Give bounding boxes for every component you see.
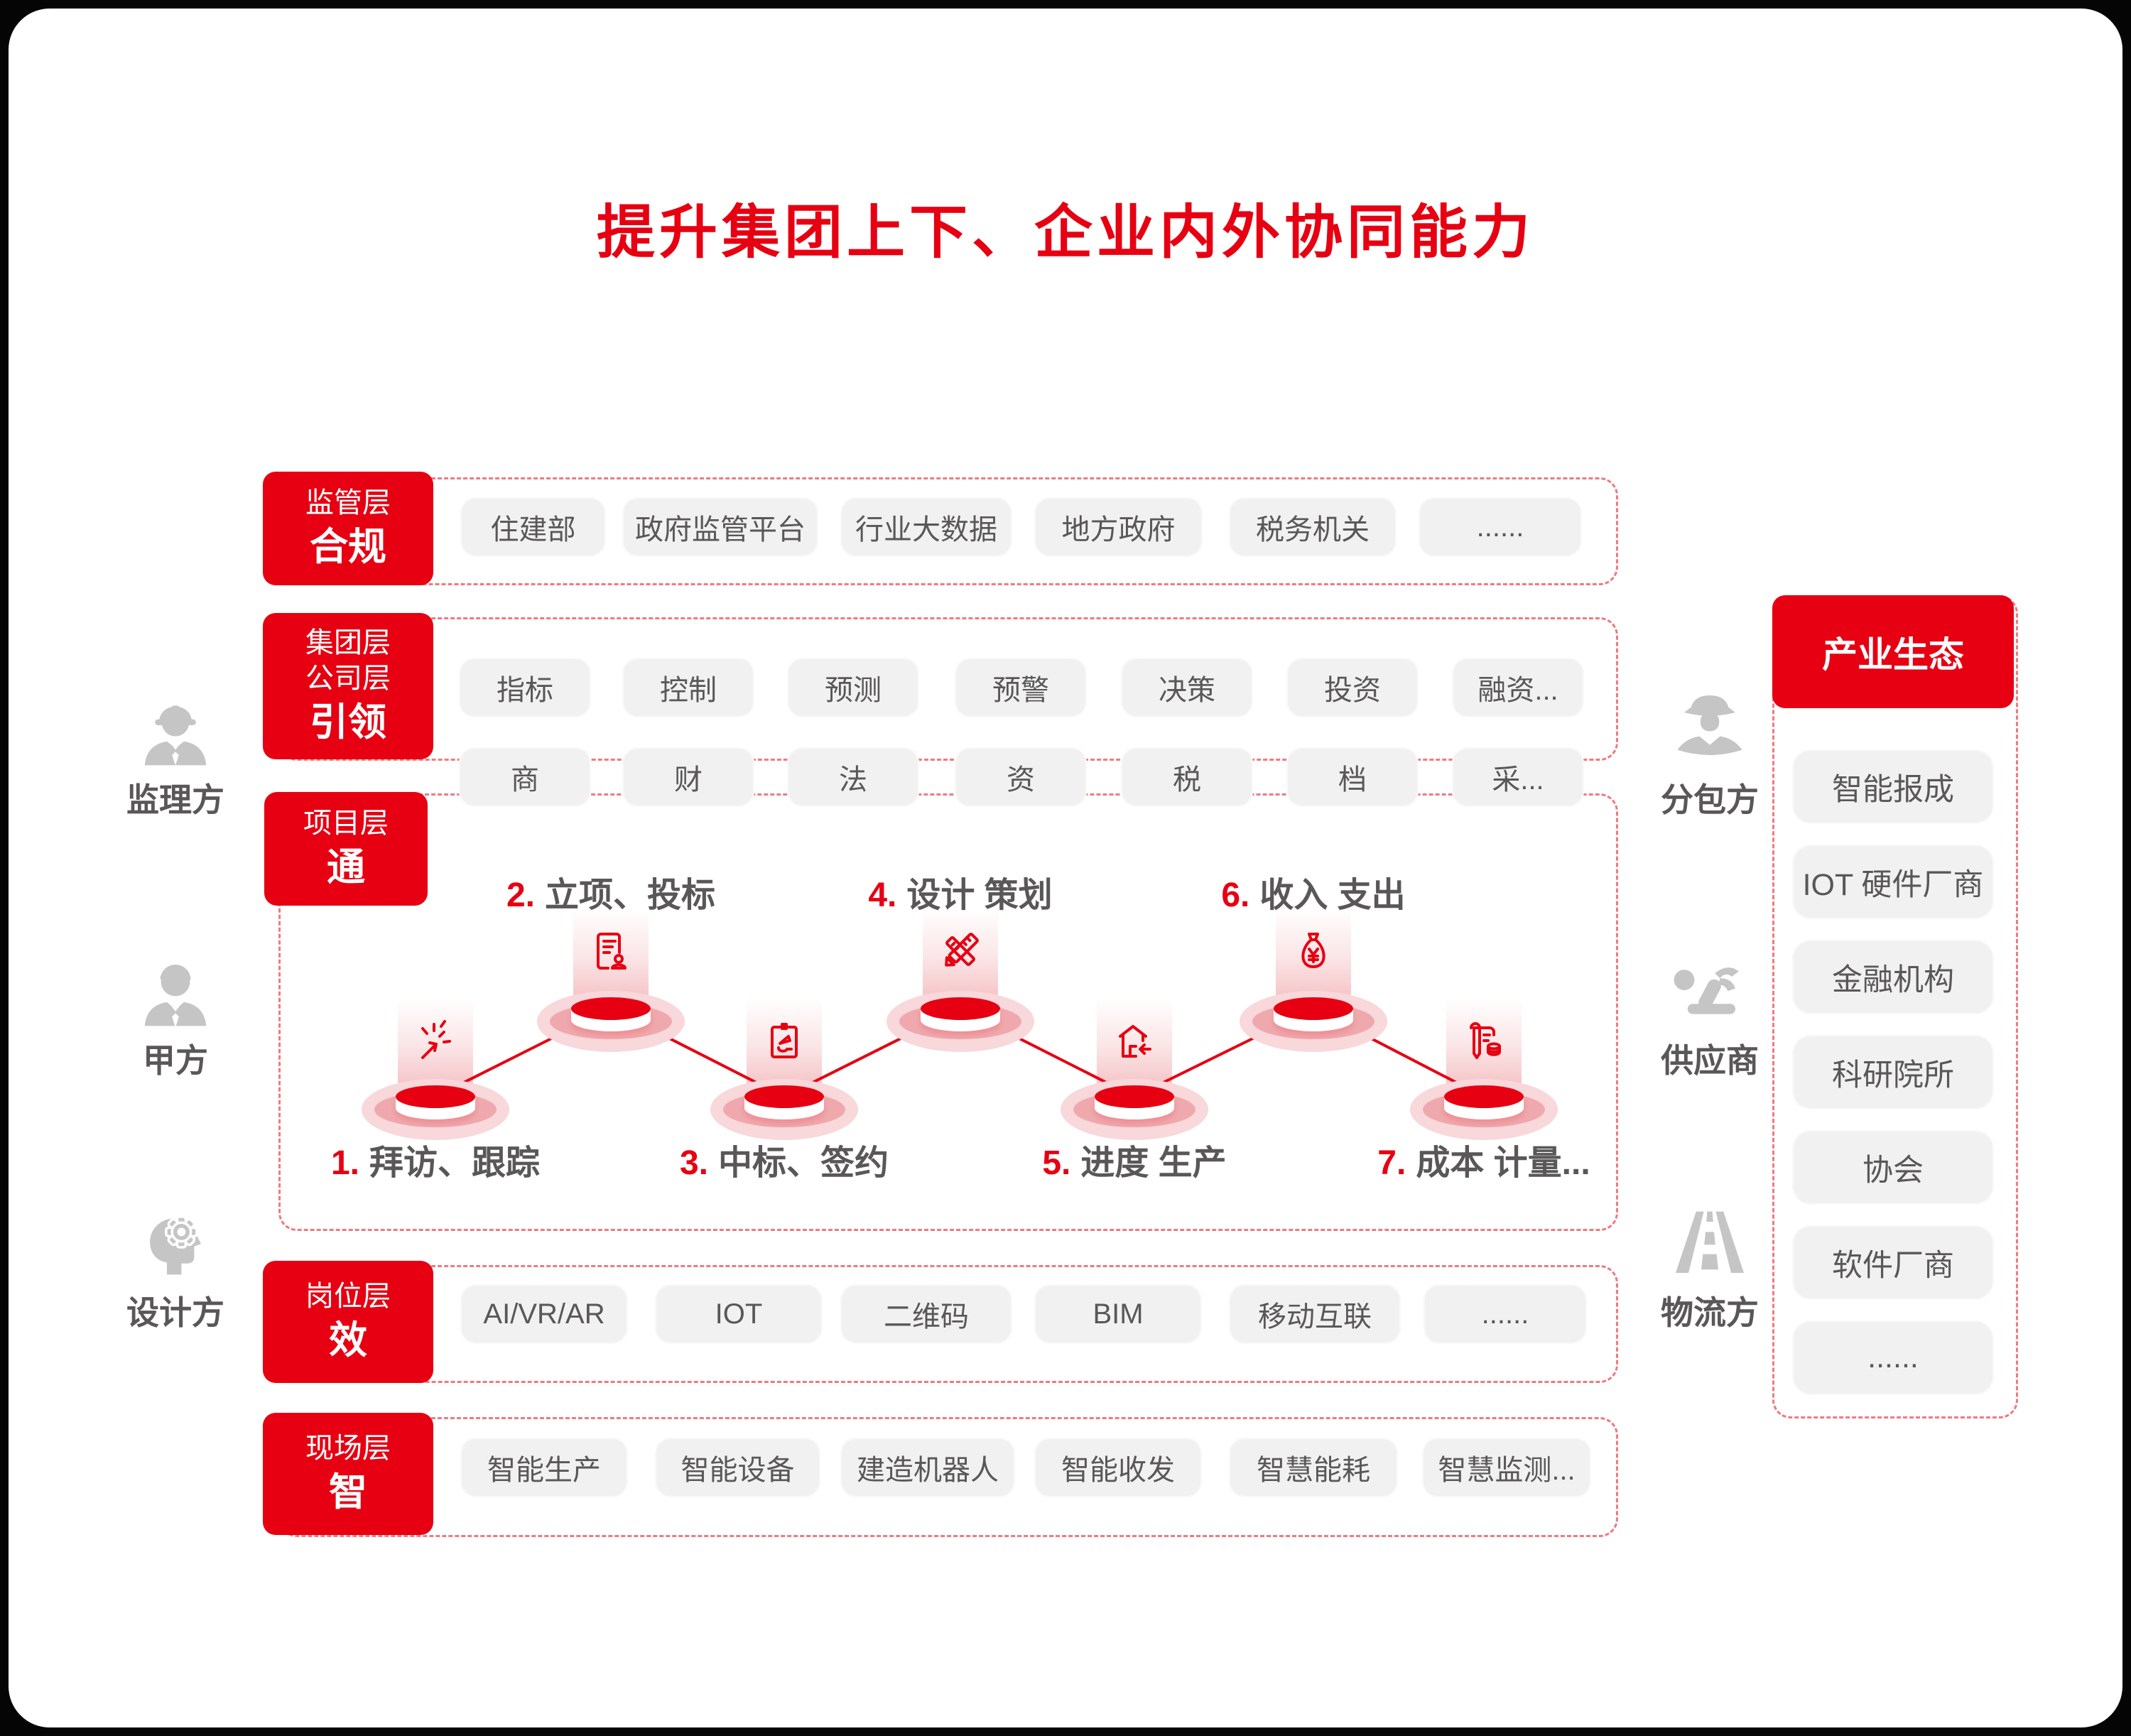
- construction-progress-icon: [1119, 1025, 1151, 1058]
- party-label: 分包方: [1661, 781, 1759, 818]
- domain-pill: 档: [1286, 747, 1419, 807]
- party-label: 供应商: [1661, 1042, 1759, 1079]
- supervisor-icon: [133, 687, 218, 772]
- regulatory-pill: ......: [1419, 497, 1582, 557]
- owner-icon: [133, 948, 218, 1033]
- group-pill: 决策: [1121, 658, 1253, 717]
- step-cylinder: [571, 997, 651, 1041]
- step-cylinder: [1095, 1085, 1174, 1129]
- flow-column: [923, 910, 998, 997]
- ecosystem-pill: ......: [1792, 1320, 1994, 1395]
- group-pill: 指标: [459, 658, 591, 717]
- party-label: 设计方: [126, 1294, 224, 1331]
- step-label: 1.拜访、跟踪: [330, 1144, 541, 1182]
- step-cylinder: [396, 1085, 475, 1129]
- step-cylinder: [1274, 997, 1353, 1041]
- flow-column: [1276, 910, 1351, 997]
- cost-receipt-icon: [1470, 1022, 1501, 1059]
- position-pill: IOT: [655, 1284, 823, 1344]
- position-pill: ......: [1424, 1284, 1587, 1344]
- position-pill: 二维码: [840, 1284, 1012, 1344]
- designer-icon: [133, 1196, 218, 1281]
- domain-pill: 财: [622, 747, 754, 807]
- ecosystem-pill: 金融机构: [1792, 940, 1994, 1014]
- logistics-icon: [1667, 1196, 1752, 1281]
- domain-pill: 商: [459, 747, 591, 807]
- contract-sign-icon: [771, 1023, 798, 1058]
- regulatory-pill: 住建部: [460, 497, 606, 557]
- click-icon: [421, 1020, 451, 1059]
- design-tools-icon: [945, 933, 979, 967]
- project-layer-label: 项目层 通: [264, 792, 428, 906]
- position-pill: BIM: [1034, 1284, 1202, 1344]
- money-bag-icon: [1301, 933, 1325, 968]
- subcontractor-icon: [1667, 687, 1752, 772]
- domain-pill: 采...: [1452, 747, 1584, 807]
- page-title: 提升集团上下、企业内外协同能力: [596, 200, 1534, 265]
- position-pill: 移动互联: [1229, 1284, 1401, 1344]
- proposal-document-icon: [597, 933, 627, 970]
- flow-column: [1097, 999, 1172, 1085]
- position-pill: AI/VR/AR: [460, 1284, 628, 1344]
- group-pill: 预测: [787, 658, 919, 717]
- regulatory-pill: 行业大数据: [840, 497, 1012, 557]
- group-pill: 投资: [1286, 658, 1419, 717]
- group-layer-label: 集团层 公司层 引领: [263, 613, 433, 759]
- regulatory-pill: 地方政府: [1034, 497, 1203, 557]
- position-layer-label: 岗位层 效: [263, 1261, 433, 1383]
- step-label: 2.立项、投标: [506, 877, 716, 914]
- flow-column: [573, 910, 649, 997]
- step-label: 5.进度 生产: [1042, 1144, 1227, 1182]
- ecosystem-pill: 智能报成: [1792, 749, 1994, 824]
- ecosystem-pill: IOT 硬件厂商: [1792, 845, 1994, 919]
- domain-pill: 资: [955, 747, 1087, 807]
- flow-column: [1446, 999, 1522, 1085]
- group-pill: 融资...: [1452, 658, 1584, 717]
- step-cylinder: [921, 997, 1000, 1041]
- ecosystem-header: 产业生态: [1772, 595, 2014, 708]
- flow-column: [398, 999, 473, 1085]
- step-cylinder: [744, 1085, 824, 1129]
- step-cylinder: [1444, 1085, 1524, 1129]
- step-label: 3.中标、签约: [679, 1144, 889, 1182]
- site-pill: 建造机器人: [840, 1438, 1015, 1497]
- party-label: 物流方: [1661, 1294, 1759, 1331]
- group-pill: 预警: [955, 658, 1087, 717]
- site-pill: 智能收发: [1034, 1438, 1202, 1497]
- group-pill: 控制: [622, 658, 754, 717]
- domain-pill: 法: [787, 747, 919, 807]
- site-pill: 智慧监测...: [1422, 1438, 1591, 1497]
- site-layer-label: 现场层 智: [263, 1413, 433, 1535]
- domain-pill: 税: [1121, 747, 1253, 807]
- flow-column: [747, 999, 822, 1085]
- party-label: 甲方: [143, 1042, 208, 1079]
- step-label: 4.设计 策划: [868, 877, 1053, 914]
- regulatory-pill: 税务机关: [1229, 497, 1397, 557]
- supplier-icon: [1667, 948, 1752, 1033]
- ecosystem-pill: 协会: [1792, 1130, 1994, 1205]
- ecosystem-pill: 科研院所: [1792, 1035, 1994, 1110]
- regulatory-layer-label: 监管层 合规: [263, 472, 433, 585]
- regulatory-pill: 政府监管平台: [622, 497, 818, 557]
- step-label: 6.收入 支出: [1221, 877, 1406, 914]
- site-pill: 智能设备: [655, 1438, 820, 1497]
- site-pill: 智慧能耗: [1229, 1438, 1398, 1497]
- ecosystem-pill: 软件厂商: [1792, 1225, 1994, 1300]
- party-label: 监理方: [126, 781, 224, 818]
- diagram-card: 提升集团上下、企业内外协同能力 监管层 合规 集团层 公司层 引领 项目层 通 …: [9, 9, 2122, 1727]
- step-label: 7.成本 计量...: [1377, 1144, 1590, 1182]
- site-pill: 智能生产: [460, 1438, 628, 1497]
